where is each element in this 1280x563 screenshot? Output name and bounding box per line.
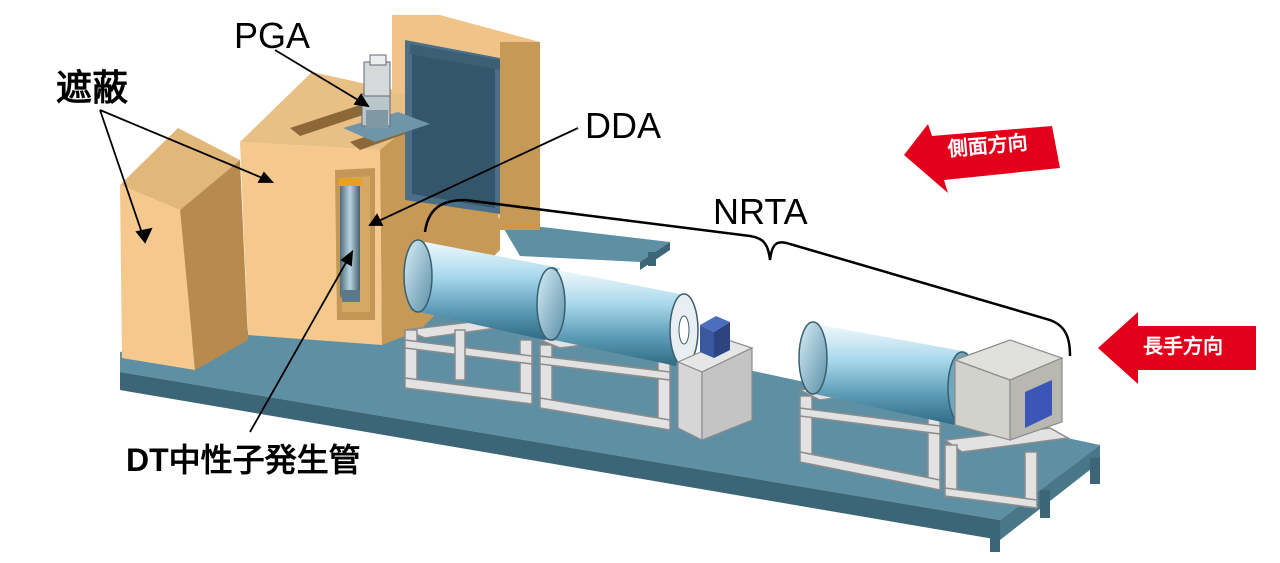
dt-neutron-tube: [338, 178, 362, 302]
dda-label: DDA: [585, 105, 662, 146]
shield-label: 遮蔽: [56, 67, 129, 108]
detector-box: [953, 339, 1064, 441]
pga-detector: [343, 54, 430, 142]
side-direction-arrow: [904, 124, 1060, 193]
nrta-frame-4: [942, 427, 1071, 509]
control-cabinet: [676, 316, 754, 441]
nrta-cylinder-2: [536, 267, 699, 367]
pga-label: PGA: [234, 15, 311, 56]
nrta-brace: [423, 198, 1072, 357]
leader-lines: [99, 49, 579, 433]
long-direction-label: 長手方向: [1143, 336, 1223, 358]
dt-generator-label: DT中性子発生管: [126, 442, 361, 478]
nrta-label: NRTA: [713, 191, 808, 232]
long-direction-arrow: [1098, 312, 1256, 384]
